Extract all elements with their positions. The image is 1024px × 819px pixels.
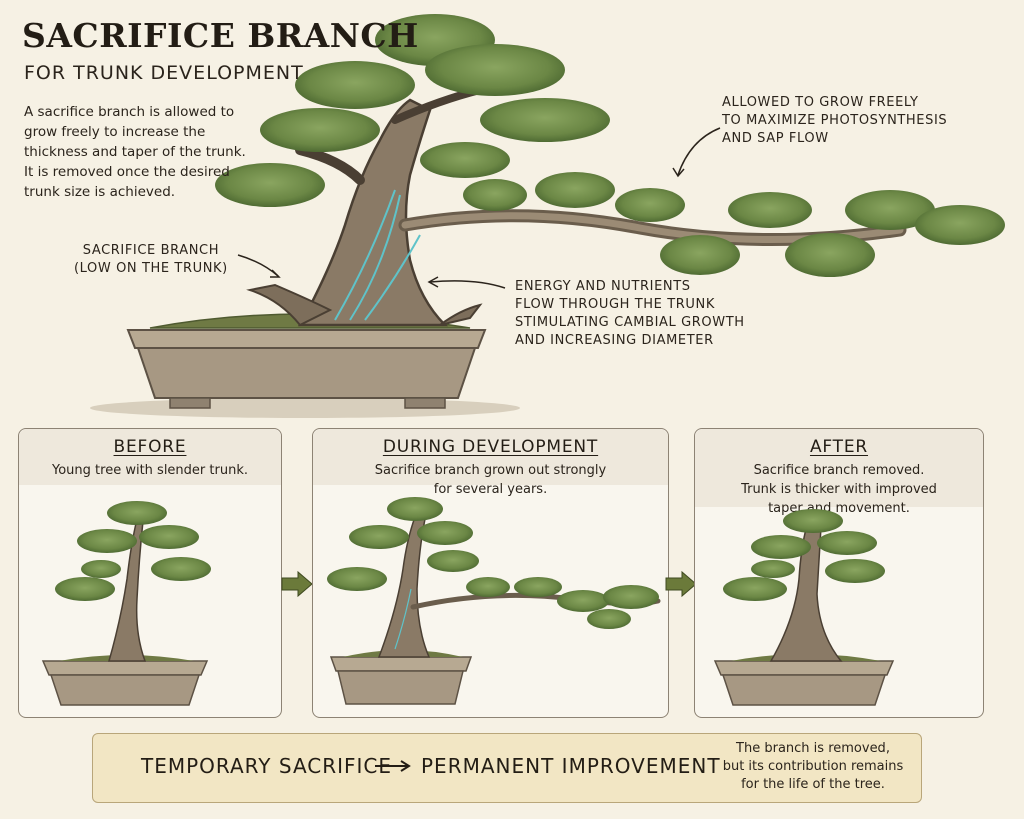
- callout-energy-flow: ENERGY AND NUTRIENTS FLOW THROUGH THE TR…: [515, 278, 745, 350]
- callout-line: STIMULATING CAMBIAL GROWTH: [515, 315, 745, 330]
- ground-shadow: [90, 398, 520, 418]
- callout-line: FLOW THROUGH THE TRUNK: [515, 297, 715, 312]
- banner-note: The branch is removed,but its contributi…: [722, 741, 904, 792]
- page-title: SACRIFICE BRANCH: [22, 16, 419, 55]
- callout-line: TO MAXIMIZE PHOTOSYNTHESIS: [722, 113, 948, 128]
- intro-text: A sacrifice branch is allowed to grow fr…: [24, 104, 246, 200]
- callout-line: AND INCREASING DIAMETER: [515, 333, 714, 348]
- progress-arrow-icon: [665, 570, 697, 598]
- sacrifice-branch-foliage: [463, 172, 1005, 277]
- callout-line: (LOW ON THE TRUNK): [74, 261, 228, 276]
- panel-description: Sacrifice branch removed.Trunk is thicke…: [741, 463, 937, 516]
- banner-permanent-improvement: PERMANENT IMPROVEMENT: [421, 754, 721, 778]
- during-tree-illustration: [327, 497, 661, 705]
- panel-header: [19, 429, 281, 485]
- after-tree-illustration: [713, 509, 895, 706]
- callout-line: ALLOWED TO GROW FREELY: [722, 95, 919, 110]
- panel-header: [313, 429, 668, 485]
- main-bonsai-illustration: [90, 14, 1005, 418]
- callout-line: AND SAP FLOW: [722, 131, 829, 146]
- panel-after: AFTER Sacrifice branch removed.Trunk is …: [694, 428, 984, 718]
- callout-arrow-growth: [677, 127, 721, 176]
- before-tree-illustration: [41, 501, 211, 706]
- callout-arrow-branch: [237, 254, 279, 277]
- callout-line: ENERGY AND NUTRIENTS: [515, 279, 691, 294]
- bonsai-pot: [126, 329, 487, 409]
- panel-title: BEFORE: [113, 437, 187, 457]
- crown-foliage: [215, 14, 610, 207]
- panel-during-development: DURING DEVELOPMENT Sacrifice branch grow…: [312, 428, 669, 718]
- callout-line: SACRIFICE BRANCH: [82, 243, 220, 258]
- progress-arrow-icon: [281, 570, 313, 598]
- banner-temporary-sacrifice: TEMPORARY SACRIFICE: [141, 754, 393, 778]
- panel-description: Young tree with slender trunk.: [52, 463, 248, 478]
- panel-header: [695, 429, 983, 507]
- long-right-arrow-icon: [375, 760, 411, 772]
- panel-before: BEFORE Young tree with slender trunk.: [18, 428, 282, 718]
- panel-title: AFTER: [809, 437, 869, 457]
- summary-banner: TEMPORARY SACRIFICE PERMANENT IMPROVEMEN…: [92, 733, 922, 803]
- callout-arrow-energy: [429, 280, 506, 289]
- sap-flow-lines: [334, 189, 421, 321]
- callout-sacrifice-branch: SACRIFICE BRANCH (LOW ON THE TRUNK): [74, 242, 228, 278]
- page-subtitle: FOR TRUNK DEVELOPMENT: [24, 62, 304, 84]
- callout-grow-freely: ALLOWED TO GROW FREELY TO MAXIMIZE PHOTO…: [722, 94, 947, 148]
- thick-trunk: [246, 86, 484, 327]
- panel-title: DURING DEVELOPMENT: [382, 437, 599, 457]
